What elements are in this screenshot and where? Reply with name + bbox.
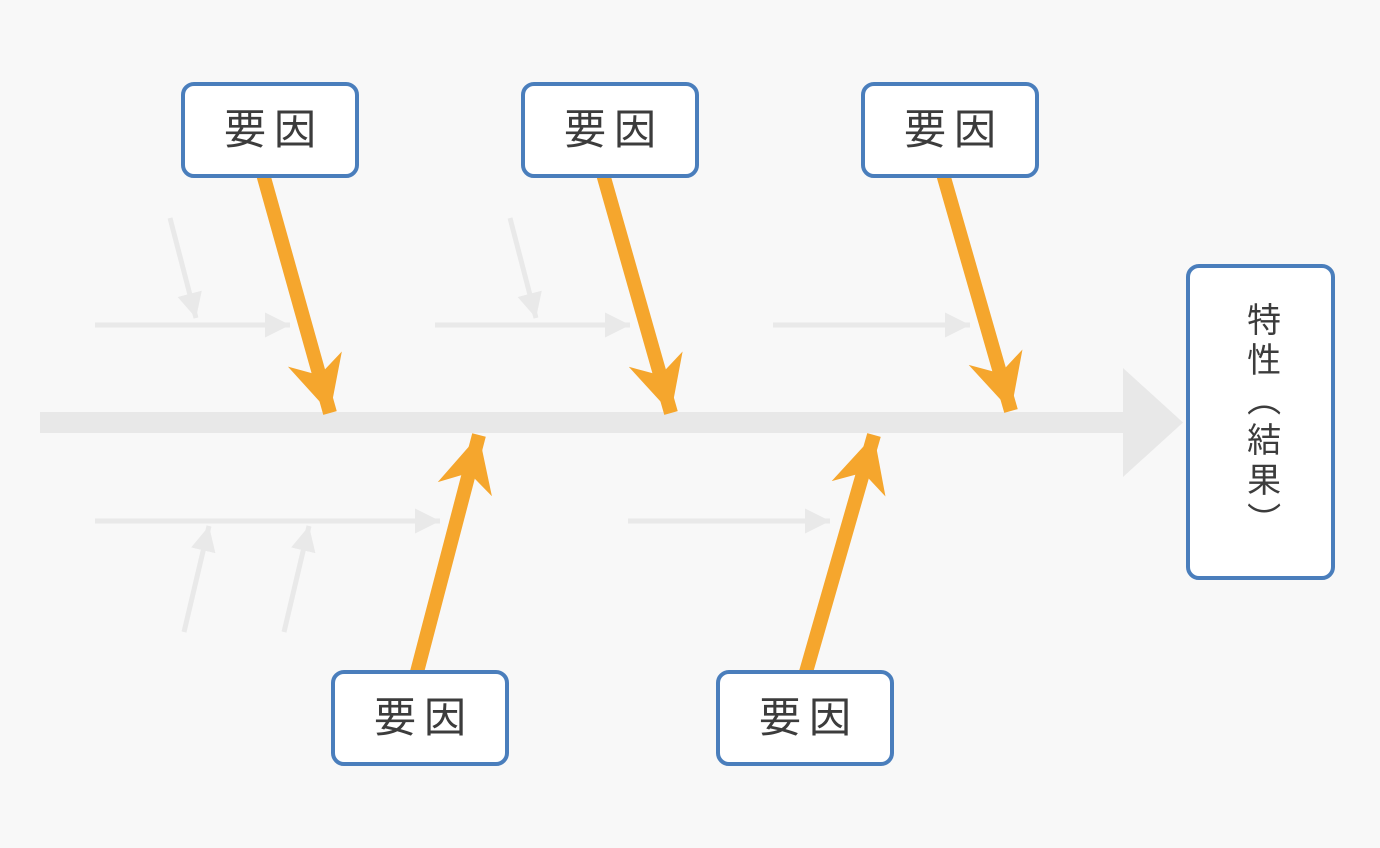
cause-arrow-bottom-1: [410, 433, 492, 674]
effect-box: 特性（結果）: [1186, 264, 1335, 580]
sub-twig-arrow-top-left: [167, 217, 202, 319]
cause-arrow-top-3: [936, 172, 1023, 413]
sub-twig-arrow-bottom-left-2: [281, 525, 316, 633]
sub-twig-arrow-top-middle: [507, 217, 542, 319]
spine-line: [40, 412, 1123, 433]
spine-arrowhead-icon: [1123, 368, 1183, 477]
cause-box-top-3: 要因: [861, 82, 1039, 178]
cause-box-bottom-2: 要因: [716, 670, 894, 766]
cause-arrow-top-1: [256, 172, 342, 415]
sub-twig-arrow-bottom-left-1: [181, 525, 216, 633]
cause-box-top-1: 要因: [181, 82, 359, 178]
cause-arrow-bottom-2: [799, 433, 886, 674]
cause-box-bottom-1: 要因: [331, 670, 509, 766]
cause-arrow-top-2: [596, 172, 683, 415]
cause-box-top-2: 要因: [521, 82, 699, 178]
